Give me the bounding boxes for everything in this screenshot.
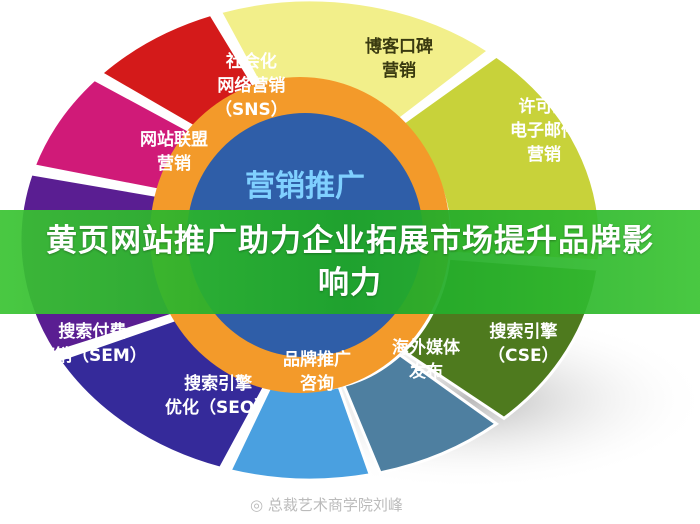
segment-label: 搜索引擎 （CSE） bbox=[488, 322, 559, 366]
segment-label: 网站联盟 营销 bbox=[140, 130, 208, 174]
segment-label: 搜索付费 营销（SEM） bbox=[38, 322, 147, 366]
title-banner: 黄页网站推广助力企业拓展市场提升品牌影响力 bbox=[0, 210, 700, 314]
wheel-segment bbox=[341, 352, 500, 475]
watermark-text: 总裁艺术商学院刘峰 bbox=[267, 496, 403, 514]
segment-label: 搜索引擎 优化（SEO） bbox=[165, 374, 272, 418]
segment-label: 社会化 网络营销 （SNS） bbox=[215, 52, 288, 120]
segment-label: 海外媒体 发布 bbox=[392, 338, 460, 382]
segment-label: 博客口碑 营销 bbox=[365, 37, 433, 81]
segment-label: 许可式 电子邮件 营销 bbox=[510, 97, 578, 165]
watermark: ◎ 总裁艺术商学院刘峰 bbox=[250, 496, 403, 514]
center-label: 营销推广 bbox=[245, 169, 365, 204]
banner-title: 黄页网站推广助力企业拓展市场提升品牌影响力 bbox=[46, 223, 654, 301]
segment-label: 品牌推广 咨询 bbox=[283, 350, 351, 394]
